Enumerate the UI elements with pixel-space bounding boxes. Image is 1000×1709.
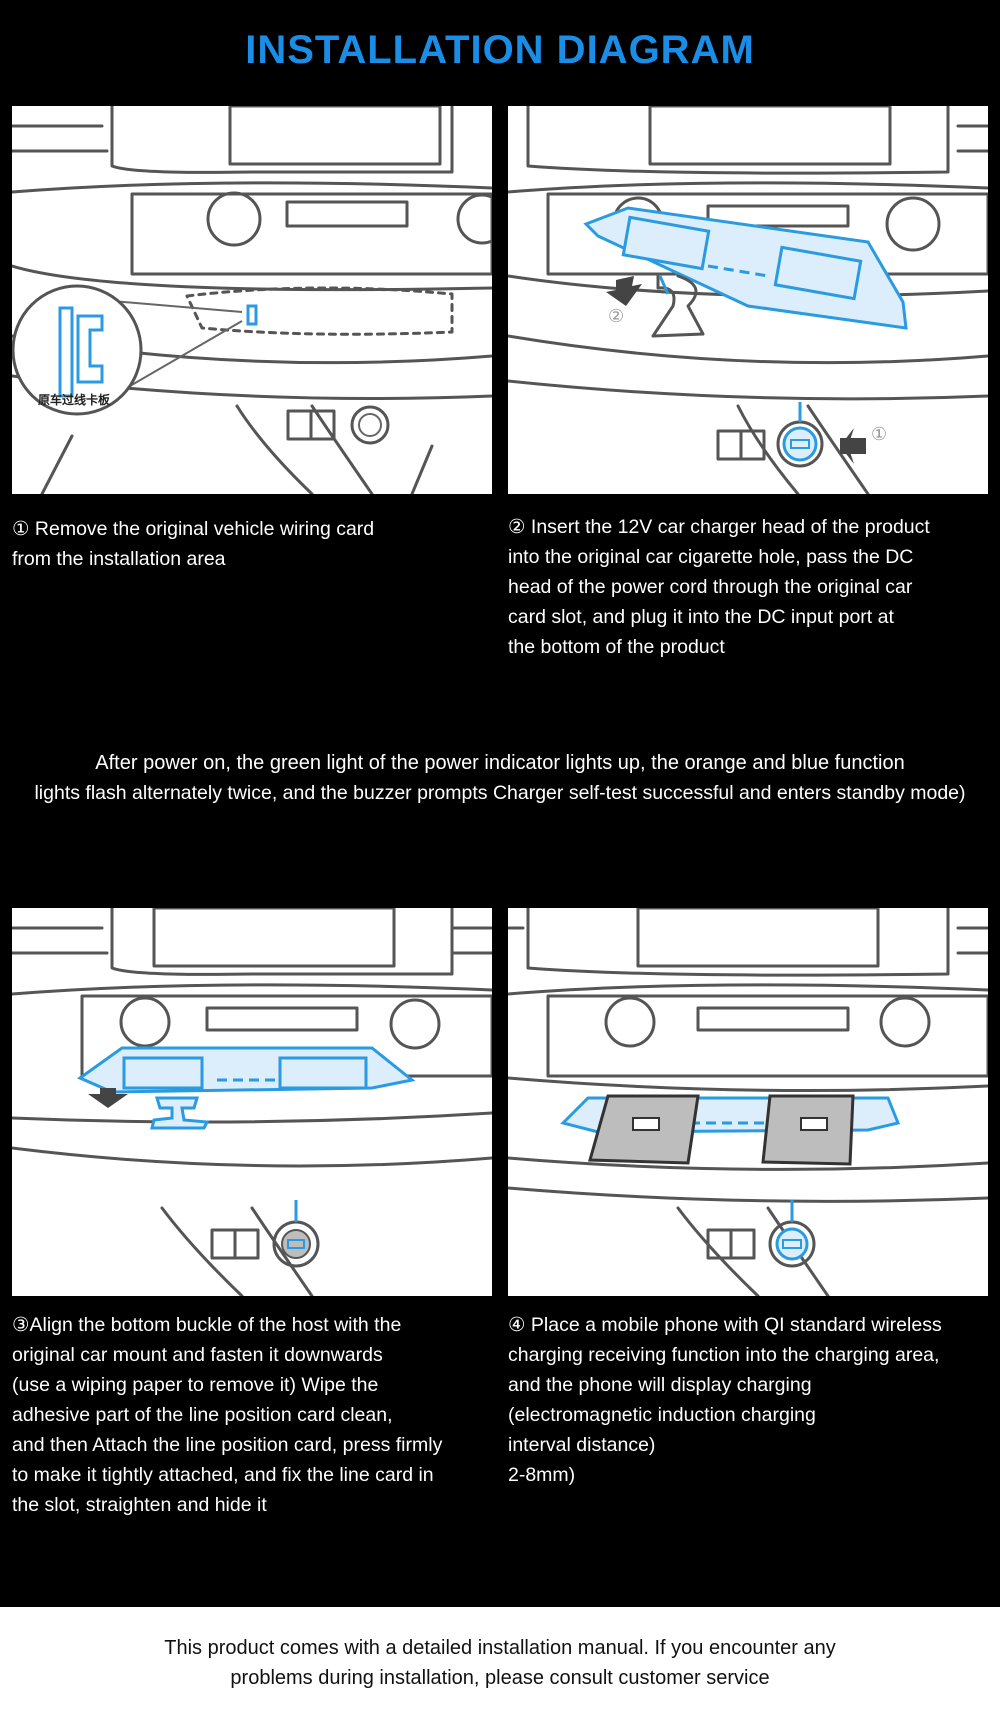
step-1-line: from the installation area [12,548,226,570]
diagram-panel-step-1: 原车过线卡板 [12,106,492,494]
footer-line: problems during installation, please con… [230,1667,770,1689]
step-3-line: to make it tightly attached, and fix the… [12,1464,434,1486]
notice-line: lights flash alternately twice, and the … [34,782,966,804]
dashboard-illustration-step-3 [12,908,492,1296]
marker-1: ① [871,424,887,445]
dashboard-illustration-step-1: 原车过线卡板 [12,106,492,494]
footer-line: This product comes with a detailed insta… [164,1637,836,1659]
dashboard-illustration-step-2: ② ① [508,106,988,494]
step-2-line: card slot, and plug it into the DC input… [508,606,894,628]
step-2-line: the bottom of the product [508,636,725,658]
notice-line: After power on, the green light of the p… [95,752,905,774]
step-2-text: ② Insert the 12V car charger head of the… [508,512,993,662]
page-title: INSTALLATION DIAGRAM [245,28,755,72]
step-3-line: adhesive part of the line position card … [12,1404,393,1426]
step-4-line: interval distance) [508,1434,656,1456]
step-3-text: ③Align the bottom buckle of the host wit… [12,1310,497,1520]
step-4-line: and the phone will display charging [508,1374,812,1396]
diagram-panel-step-2: ② ① [508,106,988,494]
step-2-line: head of the power cord through the origi… [508,576,913,598]
step-1-text: ① Remove the original vehicle wiring car… [12,514,492,574]
step-4-line: charging receiving function into the cha… [508,1344,940,1366]
step-3-line: ③Align the bottom buckle of the host wit… [12,1314,402,1336]
footer-support-note: This product comes with a detailed insta… [0,1607,1000,1709]
dashboard-illustration-step-4 [508,908,988,1296]
marker-2: ② [608,306,624,327]
wiring-card-label: 原车过线卡板 [38,392,111,407]
step-4-line: ④ Place a mobile phone with QI standard … [508,1314,942,1336]
step-4-line: (electromagnetic induction charging [508,1404,816,1426]
step-1-line: ① Remove the original vehicle wiring car… [12,518,375,540]
power-on-notice: After power on, the green light of the p… [0,748,1000,808]
step-3-line: original car mount and fasten it downwar… [12,1344,383,1366]
step-3-line: the slot, straighten and hide it [12,1494,267,1516]
step-4-line: 2-8mm) [508,1464,576,1486]
step-4-text: ④ Place a mobile phone with QI standard … [508,1310,993,1490]
diagram-panel-step-4 [508,908,988,1296]
diagram-panel-step-3 [12,908,492,1296]
step-3-line: (use a wiping paper to remove it) Wipe t… [12,1374,379,1396]
step-2-line: into the original car cigarette hole, pa… [508,546,914,568]
step-3-line: and then Attach the line position card, … [12,1434,443,1456]
step-2-line: ② Insert the 12V car charger head of the… [508,516,930,538]
